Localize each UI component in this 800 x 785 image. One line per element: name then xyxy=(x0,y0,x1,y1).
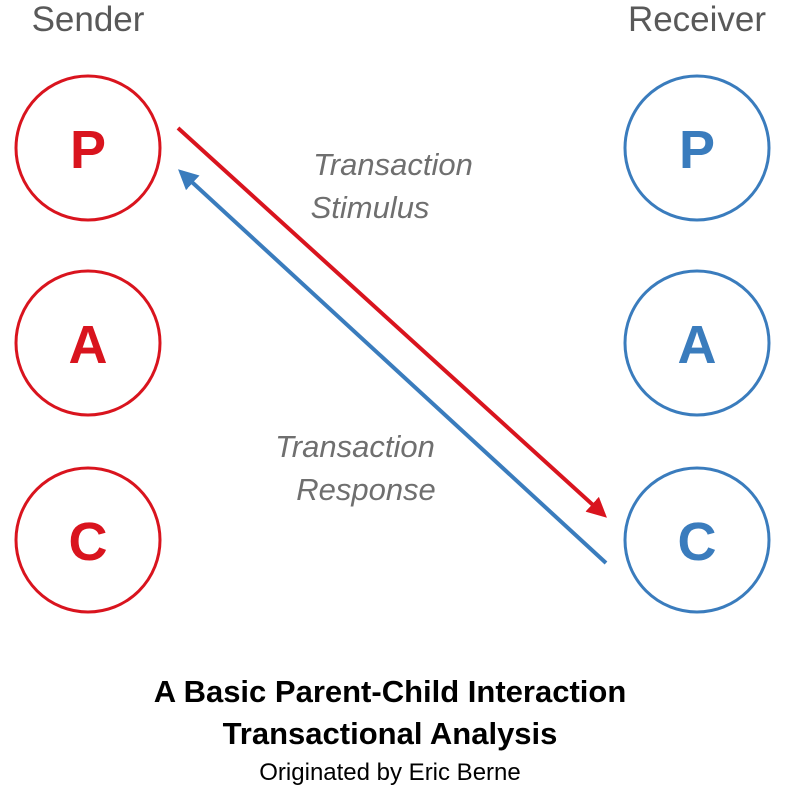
sender-parent-circle xyxy=(14,74,162,222)
receiver-adult-state: A xyxy=(623,269,771,417)
sender-adult-letter: A xyxy=(69,315,108,375)
sender-child-letter: C xyxy=(69,512,108,572)
sender-child-state: C xyxy=(14,466,162,614)
receiver-child-state: C xyxy=(623,466,771,614)
receiver-label: Receiver xyxy=(628,0,766,39)
receiver-child-circle xyxy=(623,466,771,614)
caption-title: A Basic Parent-Child Interaction xyxy=(154,674,627,709)
sender-parent-state: P xyxy=(14,74,162,222)
receiver-adult-letter: A xyxy=(678,315,717,375)
sender-adult-state: A xyxy=(14,269,162,417)
stimulus-arrow xyxy=(176,126,607,518)
receiver-parent-letter: P xyxy=(679,120,715,180)
receiver-parent-state: P xyxy=(623,74,771,222)
receiver-adult-circle xyxy=(623,269,771,417)
receiver-child-letter: C xyxy=(678,512,717,572)
sender-label: Sender xyxy=(32,0,145,39)
response-label-line1: Transaction xyxy=(275,429,435,464)
sender-child-circle xyxy=(14,466,162,614)
sender-adult-circle xyxy=(14,269,162,417)
caption-credit: Originated by Eric Berne xyxy=(259,759,520,785)
response-label-line2: Response xyxy=(296,472,436,507)
stimulus-label-line2: Stimulus xyxy=(311,190,430,225)
sender-parent-letter: P xyxy=(70,120,106,180)
caption-subtitle: Transactional Analysis xyxy=(223,716,558,751)
receiver-parent-circle xyxy=(623,74,771,222)
stimulus-label-line1: Transaction xyxy=(313,147,473,182)
response-arrow xyxy=(178,169,608,565)
